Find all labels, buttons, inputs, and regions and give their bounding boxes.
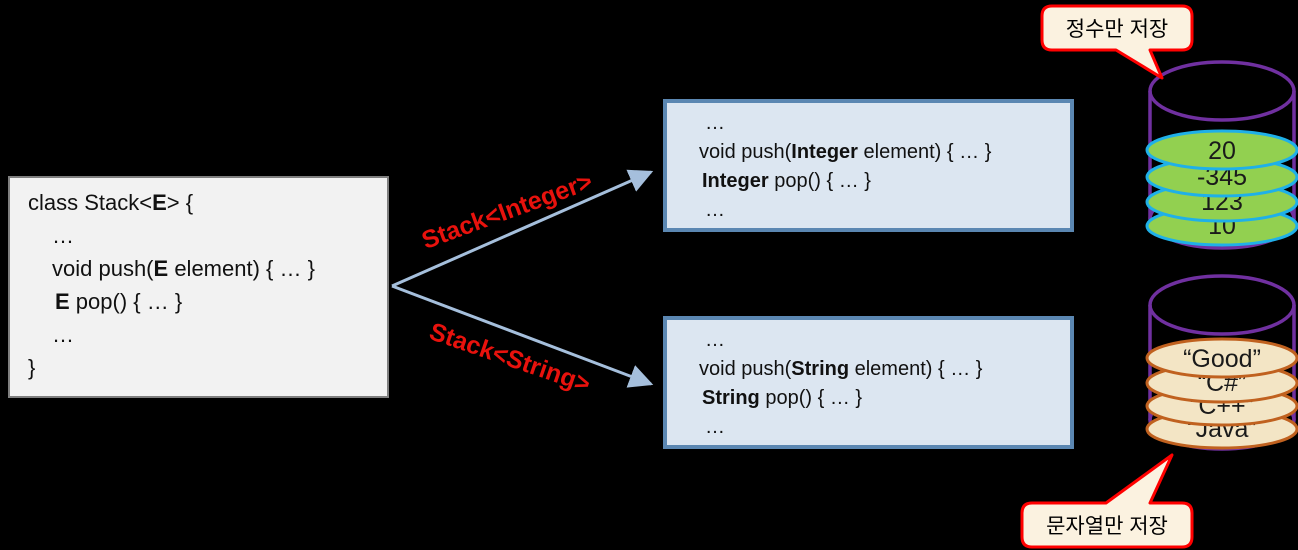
code-line: … — [52, 318, 387, 351]
code-line: Integer pop() { … } — [702, 167, 1070, 196]
code-text: … — [705, 329, 725, 351]
integer-stack-cylinder: 10 123 -345 20 — [1145, 60, 1298, 250]
code-text: … — [52, 223, 74, 248]
code-text: pop() { … } — [759, 387, 863, 409]
code-line: E pop() { … } — [55, 285, 387, 318]
code-type-param: E — [153, 256, 169, 281]
disc-value: “C++” — [1190, 392, 1254, 420]
code-text: void push( — [52, 256, 154, 281]
disc-value: -345 — [1197, 163, 1247, 191]
code-line: … — [705, 196, 1070, 225]
code-text: element) { … } — [857, 141, 992, 163]
code-type-param: E — [152, 190, 167, 215]
disc-value: 123 — [1201, 188, 1243, 216]
stack-item-disc: “Good” — [1145, 337, 1298, 379]
cylinder-top — [1148, 274, 1296, 336]
code-type-param: Integer — [702, 170, 769, 192]
stack-integer-class-box: … void push(Integer element) { … } Integ… — [663, 99, 1074, 232]
stack-item-disc: 20 — [1145, 129, 1298, 171]
code-type-param: Integer — [791, 141, 858, 163]
string-callout-text: 문자열만 저장 — [1046, 515, 1168, 538]
disc-shape — [1145, 385, 1298, 427]
disc-value: “C#” — [1198, 369, 1247, 397]
string-stack-cylinder: “Java” “C++” “C#” “Good” — [1145, 274, 1298, 451]
stack-item-disc: “C++” — [1145, 385, 1298, 427]
code-line: … — [705, 413, 1070, 442]
disc-shape — [1145, 362, 1298, 404]
disc-value: 20 — [1208, 137, 1236, 165]
code-text: pop() { … } — [69, 289, 183, 314]
code-text: … — [705, 416, 725, 438]
stack-item-disc: 123 — [1145, 181, 1298, 223]
code-type-param: String — [702, 387, 760, 409]
code-line: … — [705, 326, 1070, 355]
code-line: class Stack<E> { — [28, 186, 387, 219]
code-text: … — [705, 112, 725, 134]
code-line: } — [28, 351, 387, 384]
stack-item-disc: -345 — [1145, 156, 1298, 198]
disc-shape — [1145, 337, 1298, 379]
code-text: pop() { … } — [768, 170, 871, 192]
code-line: … — [52, 219, 387, 252]
stack-string-label: Stack<String> — [425, 317, 594, 399]
stack-item-disc: 10 — [1145, 205, 1298, 247]
code-text: class Stack< — [28, 190, 153, 215]
code-line: void push(Integer element) { … } — [699, 138, 1070, 167]
code-line: String pop() { … } — [702, 384, 1070, 413]
disc-value: “Java” — [1187, 415, 1256, 443]
disc-value: “Good” — [1183, 345, 1261, 373]
code-text: … — [705, 199, 725, 221]
integer-callout-text: 정수만 저장 — [1065, 18, 1169, 41]
code-text: … — [52, 322, 74, 347]
code-text: void push( — [699, 358, 792, 380]
cylinder-bottom — [1148, 389, 1296, 451]
code-line: void push(String element) { … } — [699, 355, 1070, 384]
stack-string-class-box: … void push(String element) { … } String… — [663, 316, 1074, 449]
disc-shape — [1145, 408, 1298, 450]
code-line: void push(E element) { … } — [52, 252, 387, 285]
code-text: element) { … } — [168, 256, 315, 281]
cylinder-top — [1148, 60, 1296, 122]
disc-shape — [1145, 205, 1298, 247]
disc-shape — [1145, 129, 1298, 171]
disc-value: 10 — [1208, 212, 1236, 240]
code-text: > { — [166, 190, 194, 215]
code-type-param: String — [791, 358, 850, 380]
code-line: … — [705, 109, 1070, 138]
code-text: } — [28, 355, 36, 380]
disc-shape — [1145, 181, 1298, 223]
stack-item-disc: “Java” — [1145, 408, 1298, 450]
stack-item-disc: “C#” — [1145, 362, 1298, 404]
cylinder-bottom — [1148, 188, 1296, 250]
code-text: element) { … } — [849, 358, 983, 380]
generic-stack-class-box: class Stack<E> { … void push(E element) … — [8, 176, 389, 398]
code-type-param: E — [55, 289, 70, 314]
disc-shape — [1145, 156, 1298, 198]
code-text: void push( — [699, 141, 792, 163]
stack-integer-label: Stack<Integer> — [418, 167, 597, 255]
